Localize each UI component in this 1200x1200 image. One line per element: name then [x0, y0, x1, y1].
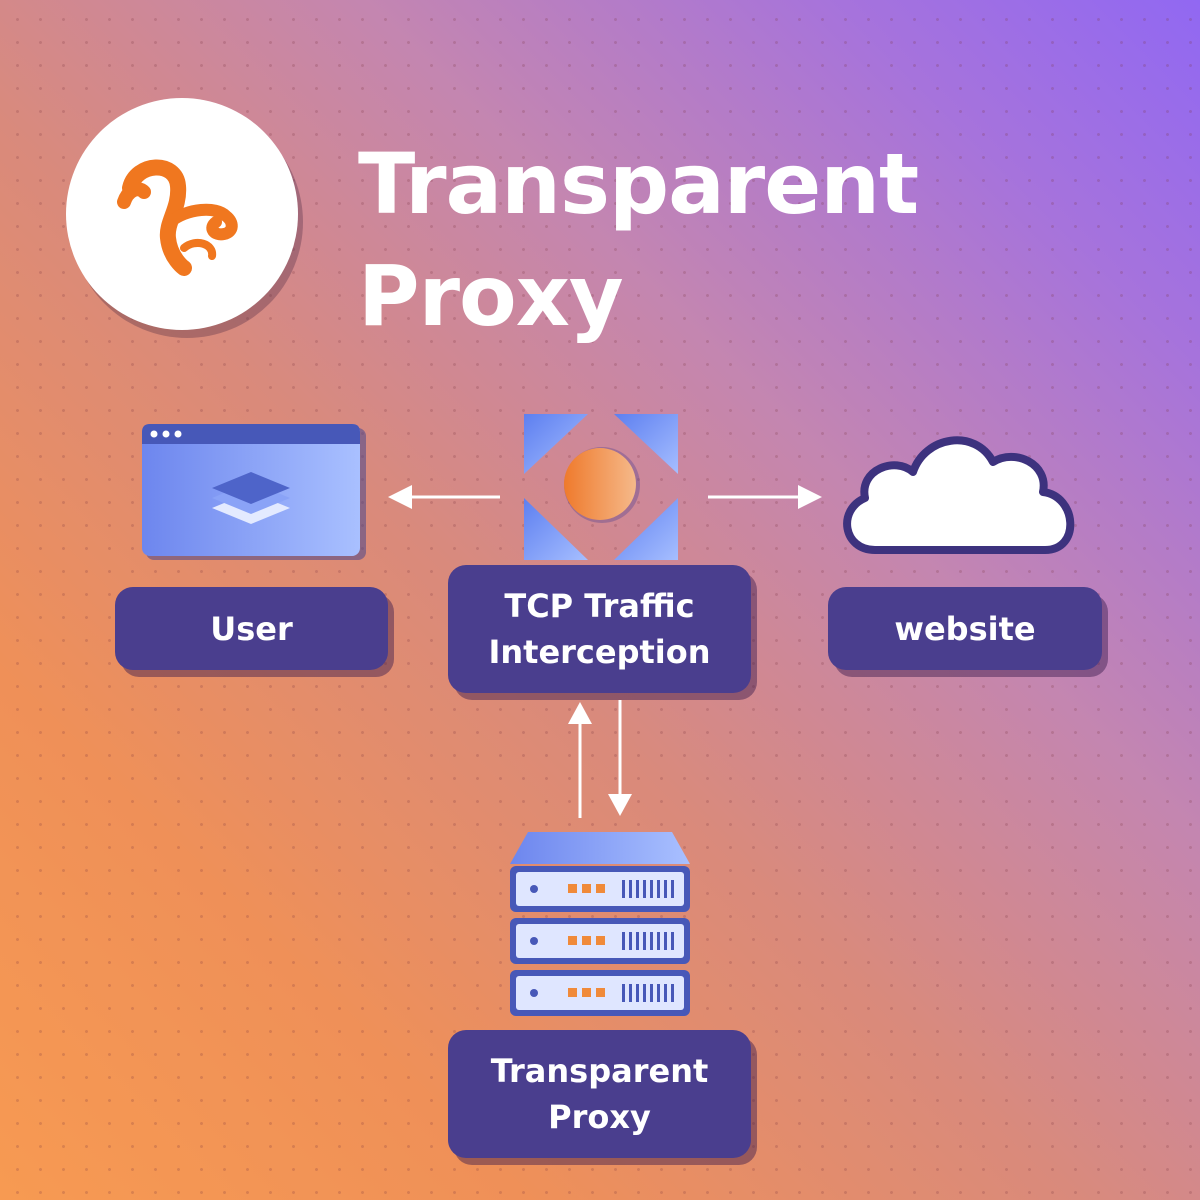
website-label: website — [828, 587, 1102, 670]
browser-window-icon — [142, 424, 366, 560]
transparent-proxy-label: Transparent Proxy — [448, 1030, 751, 1158]
squirrel-logo-icon — [117, 159, 238, 276]
cloud-icon — [843, 436, 1075, 554]
traffic-interception-icon — [524, 414, 678, 560]
server-unit-2 — [510, 918, 690, 964]
arrow-interceptor-to-proxy — [608, 700, 632, 816]
server-unit-1 — [510, 866, 690, 912]
server-rack-icon — [510, 832, 690, 1016]
tcp-traffic-interception-label: TCP Traffic Interception — [448, 565, 751, 693]
user-label: User — [115, 587, 388, 670]
arrow-interceptor-to-user — [388, 485, 500, 509]
arrow-proxy-to-interceptor — [568, 702, 592, 818]
page-title: Transparent Proxy — [358, 135, 919, 345]
arrow-interceptor-to-website — [708, 485, 822, 509]
server-unit-3 — [510, 970, 690, 1016]
brand-logo — [66, 98, 298, 330]
